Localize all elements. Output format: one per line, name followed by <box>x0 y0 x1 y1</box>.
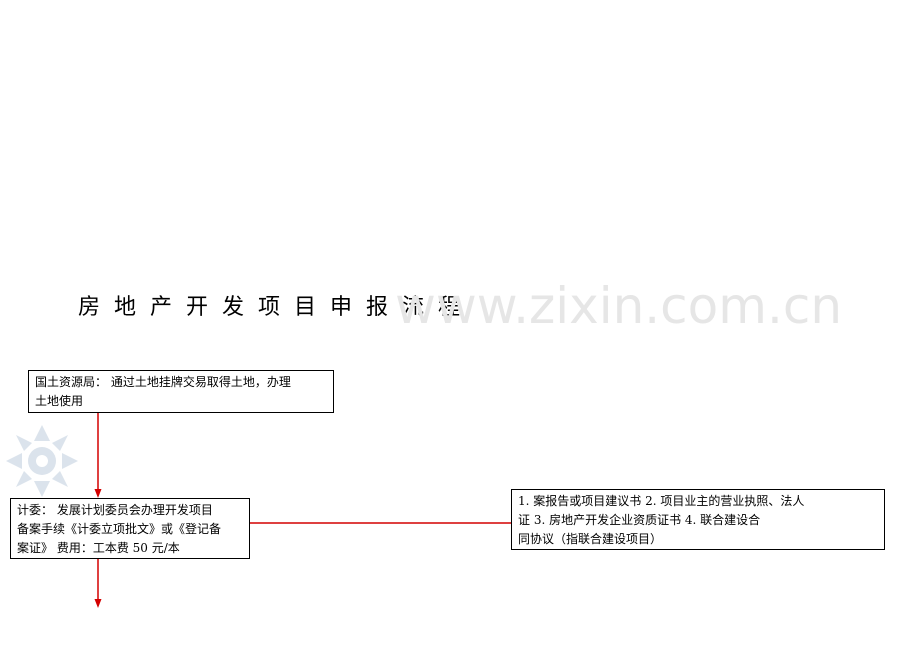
watermark-text: www.zixin.com.cn <box>395 277 843 335</box>
land-bureau-box: 国土资源局： 通过土地挂牌交易取得土地，办理 土地使用 <box>28 370 334 413</box>
planning-committee-line-3: 案证》 费用：工本费 50 元/本 <box>17 541 180 555</box>
required-docs-line-3: 同协议（指联合建设项目） <box>518 532 663 546</box>
required-docs-line-2: 证 3. 房地产开发企业资质证书 4. 联合建设合 <box>518 513 761 527</box>
land-bureau-line-1: 国土资源局： 通过土地挂牌交易取得土地，办理 <box>35 375 291 389</box>
page-title: 房地产开发项目申报流程 <box>78 295 475 320</box>
planning-committee-box: 计委： 发展计划委员会办理开发项目 备案手续《计委立项批文》或《登记备 案证》 … <box>10 498 250 559</box>
required-docs-line-1: 1. 案报告或项目建议书 2. 项目业主的营业执照、法人 <box>518 494 805 508</box>
planning-committee-line-1: 计委： 发展计划委员会办理开发项目 <box>17 503 213 517</box>
arrowhead-1 <box>94 489 102 498</box>
required-documents-box: 1. 案报告或项目建议书 2. 项目业主的营业执照、法人 证 3. 房地产开发企… <box>511 489 885 550</box>
land-bureau-line-2: 土地使用 <box>35 394 84 408</box>
snowflake-logo-icon <box>6 425 78 497</box>
planning-committee-line-2: 备案手续《计委立项批文》或《登记备 <box>17 522 222 536</box>
arrowhead-2 <box>94 599 102 608</box>
